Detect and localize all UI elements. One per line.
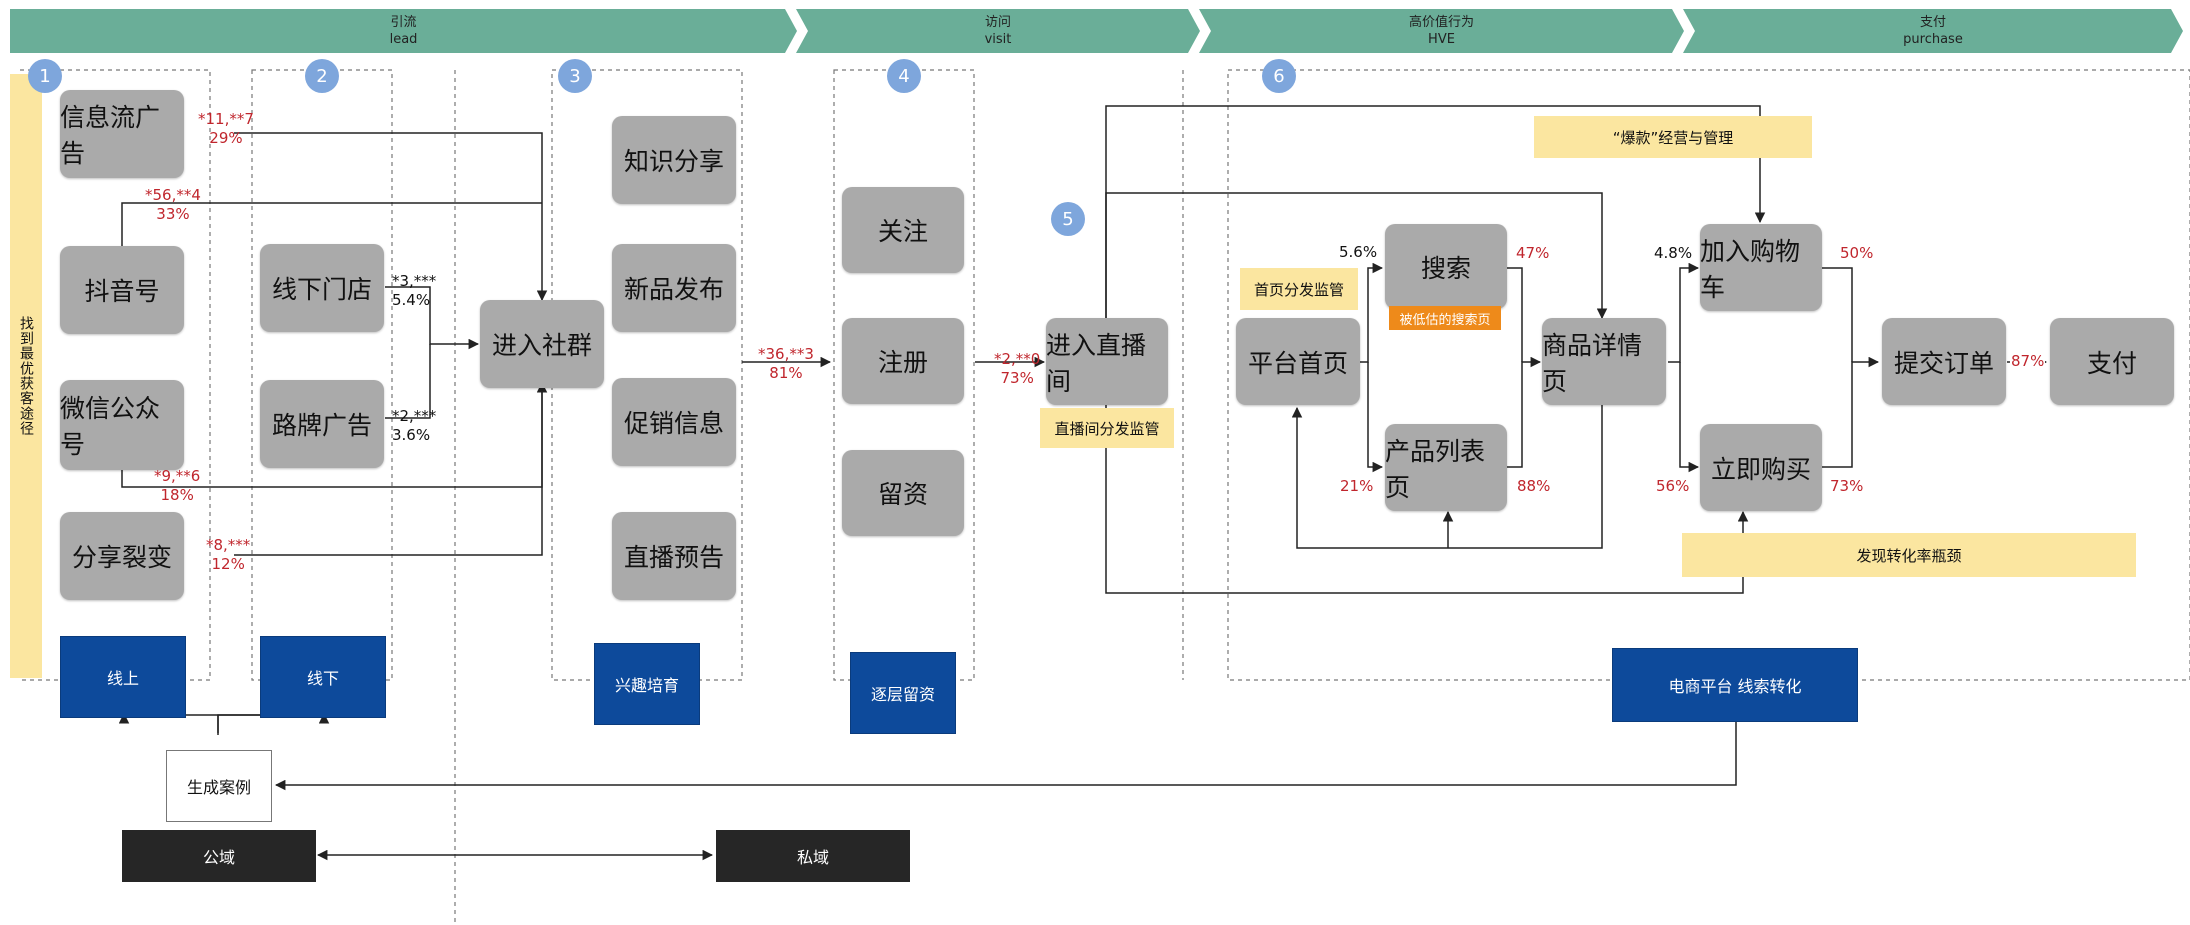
node-store: 线下门店 (260, 244, 384, 332)
list-out-metric: 88% (1517, 477, 1551, 495)
node-community: 进入社群 (480, 300, 604, 388)
stage-title: 高价值行为 (1408, 15, 1474, 30)
node-live-preview: 直播预告 (612, 512, 736, 600)
node-product-list: 产品列表页 (1385, 424, 1507, 511)
submit-pay-metric: 87% (2010, 352, 2046, 371)
node-retain-info: 留资 (842, 450, 964, 536)
metric-code: *3,*** (392, 272, 437, 290)
metric-pct: 73% (1000, 369, 1034, 387)
online-box: 线上 (60, 636, 186, 718)
homepage-monitor-label: 首页分发监管 (1240, 268, 1358, 310)
node-pay: 支付 (2050, 318, 2174, 405)
hot-items-label: “爆款”经营与管理 (1534, 116, 1812, 158)
dashed-frames (19, 69, 2190, 925)
share-metric: *8,*** 12% (206, 536, 250, 574)
metric-code: *56,**4 (145, 186, 201, 204)
node-knowledge: 知识分享 (612, 116, 736, 204)
retain-box: 逐层留资 (850, 652, 956, 734)
step-circle-1: 1 (28, 59, 62, 93)
metric-code: *8,*** (206, 536, 251, 554)
stage-subtitle: lead (389, 32, 418, 47)
step-circle-6: 6 (1262, 59, 1296, 93)
stage-subtitle: visit (984, 32, 1012, 47)
home-list-metric: 21% (1340, 477, 1374, 495)
node-billboard: 路牌广告 (260, 380, 384, 468)
node-live-room: 进入直播间 (1046, 318, 1168, 405)
home-search-metric: 5.6% (1339, 243, 1378, 261)
node-submit-order: 提交订单 (1882, 318, 2006, 405)
stage-subtitle: purchase (1903, 32, 1963, 47)
public-domain-box: 公域 (122, 830, 316, 882)
metric-code: *11,**7 (198, 110, 254, 128)
node-douyin: 抖音号 (60, 246, 184, 334)
metric-pct: 3.6% (392, 426, 431, 444)
step-circle-4: 4 (887, 59, 921, 93)
node-homepage: 平台首页 (1236, 318, 1360, 405)
metric-pct: 18% (160, 486, 194, 504)
stage-subtitle: HVE (1428, 32, 1455, 47)
stage-title: 支付 (1919, 15, 1946, 30)
store-metric: *3,*** 5.4% (392, 272, 436, 310)
node-add-cart: 加入购物车 (1700, 224, 1822, 311)
billboard-metric: *2,*** 3.6% (392, 407, 436, 445)
metric-pct: 29% (209, 129, 243, 147)
step-circle-3: 3 (558, 59, 592, 93)
stage-lead: 引流 lead (10, 9, 797, 53)
node-wechat: 微信公众号 (60, 380, 184, 470)
register-metric: *2,**0 73% (994, 350, 1040, 388)
stage-purchase: 支付 purchase (1683, 9, 2183, 53)
side-label: 找到最优获客途径 (10, 74, 42, 678)
private-domain-box: 私域 (716, 830, 910, 882)
node-follow: 关注 (842, 187, 964, 273)
metric-pct: 81% (769, 364, 803, 382)
step-circle-2: 2 (305, 59, 339, 93)
metric-code: *2,*** (392, 407, 437, 425)
stage-title: 访问 (984, 15, 1011, 30)
douyin-metric: *56,**4 33% (145, 186, 201, 224)
detail-cart-metric: 4.8% (1654, 244, 1693, 262)
node-share: 分享裂变 (60, 512, 184, 600)
stage-visit: 访问 visit (796, 9, 1200, 53)
cart-out-metric: 50% (1840, 244, 1874, 262)
metric-code: *9,**6 (154, 467, 201, 485)
wechat-metric: *9,**6 18% (154, 467, 200, 505)
node-feed-ad: 信息流广告 (60, 90, 184, 178)
node-new-product: 新品发布 (612, 244, 736, 332)
step-circle-5: 5 (1051, 202, 1085, 236)
metric-code: *36,**3 (758, 345, 814, 363)
interest-box: 兴趣培育 (594, 643, 700, 725)
community-metric: *36,**3 81% (758, 345, 814, 383)
metric-code: *2,**0 (994, 350, 1041, 368)
node-search: 搜索 (1385, 224, 1507, 309)
live-monitor-label: 直播间分发监管 (1040, 408, 1174, 448)
ecommerce-box: 电商平台 线索转化 (1612, 648, 1858, 722)
metric-pct: 33% (156, 205, 190, 223)
case-box: 生成案例 (166, 750, 272, 822)
search-tag-label: 被低估的搜索页 (1389, 306, 1501, 330)
bottleneck-label: 发现转化率瓶颈 (1682, 533, 2136, 577)
detail-buy-metric: 56% (1656, 477, 1690, 495)
stage-hve: 高价值行为 HVE (1199, 9, 1684, 53)
node-promo: 促销信息 (612, 378, 736, 466)
metric-pct: 12% (211, 555, 245, 573)
feed-metric: *11,**7 29% (198, 110, 254, 148)
metric-pct: 5.4% (392, 291, 431, 309)
buy-out-metric: 73% (1830, 477, 1864, 495)
search-out-metric: 47% (1516, 244, 1550, 262)
stage-title: 引流 (390, 15, 417, 30)
node-register: 注册 (842, 318, 964, 404)
offline-box: 线下 (260, 636, 386, 718)
node-detail: 商品详情页 (1542, 318, 1666, 405)
node-buy-now: 立即购买 (1700, 424, 1822, 511)
